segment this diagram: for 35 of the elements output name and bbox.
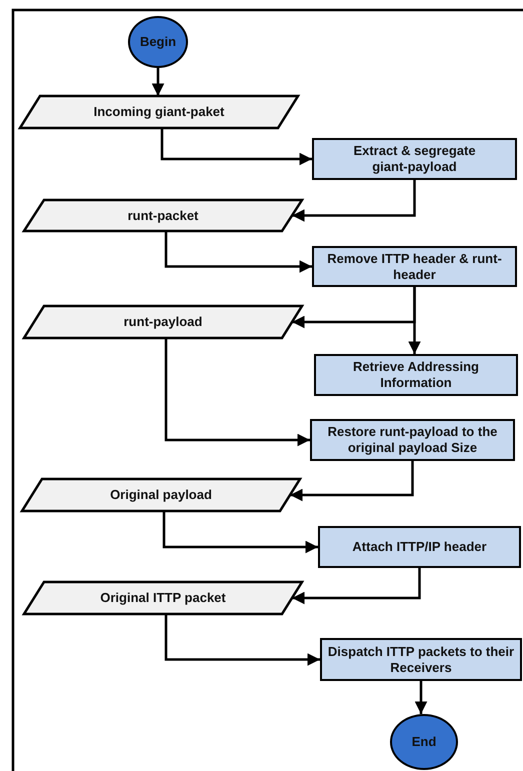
node-label: Extract & segregate giant-payload: [352, 143, 477, 175]
data-parallelogram: [24, 306, 302, 338]
arrow: [162, 511, 318, 554]
arrow: [290, 461, 414, 502]
data-parallelogram: [20, 96, 298, 128]
process-box: [312, 138, 517, 180]
process-box: [320, 638, 522, 681]
node-label: Original ITTP packet: [100, 590, 226, 606]
node-label: runt-payload: [124, 314, 202, 330]
arrow: [292, 180, 416, 222]
arrow: [164, 614, 320, 666]
node-label: Remove ITTP header & runt-header: [326, 250, 503, 282]
data-parallelogram: [24, 582, 302, 614]
process-box: [312, 246, 517, 287]
node-label: Begin: [140, 34, 176, 50]
arrow: [160, 128, 312, 166]
arrow: [414, 681, 428, 714]
node-label: Retrieve Addressing Information: [352, 359, 480, 391]
data-parallelogram: [22, 479, 300, 511]
node-label: End: [412, 734, 436, 750]
node-label: Original payload: [110, 487, 212, 503]
node-label: Incoming giant-paket: [94, 104, 224, 120]
process-box: [318, 526, 521, 568]
process-box: [310, 419, 515, 461]
arrow: [164, 338, 310, 446]
arrow: [152, 68, 164, 96]
node-label: Attach ITTP/IP header: [352, 539, 487, 555]
arrow: [164, 231, 312, 273]
arrow: [408, 287, 421, 354]
process-box: [314, 354, 518, 396]
node-label: Restore runt-payload to the original payload Size: [326, 424, 498, 456]
node-label: runt-packet: [128, 208, 198, 224]
arrow: [292, 568, 421, 604]
node-label: Dispatch ITTP packets to their Receivers: [326, 644, 516, 676]
data-parallelogram: [24, 200, 302, 231]
